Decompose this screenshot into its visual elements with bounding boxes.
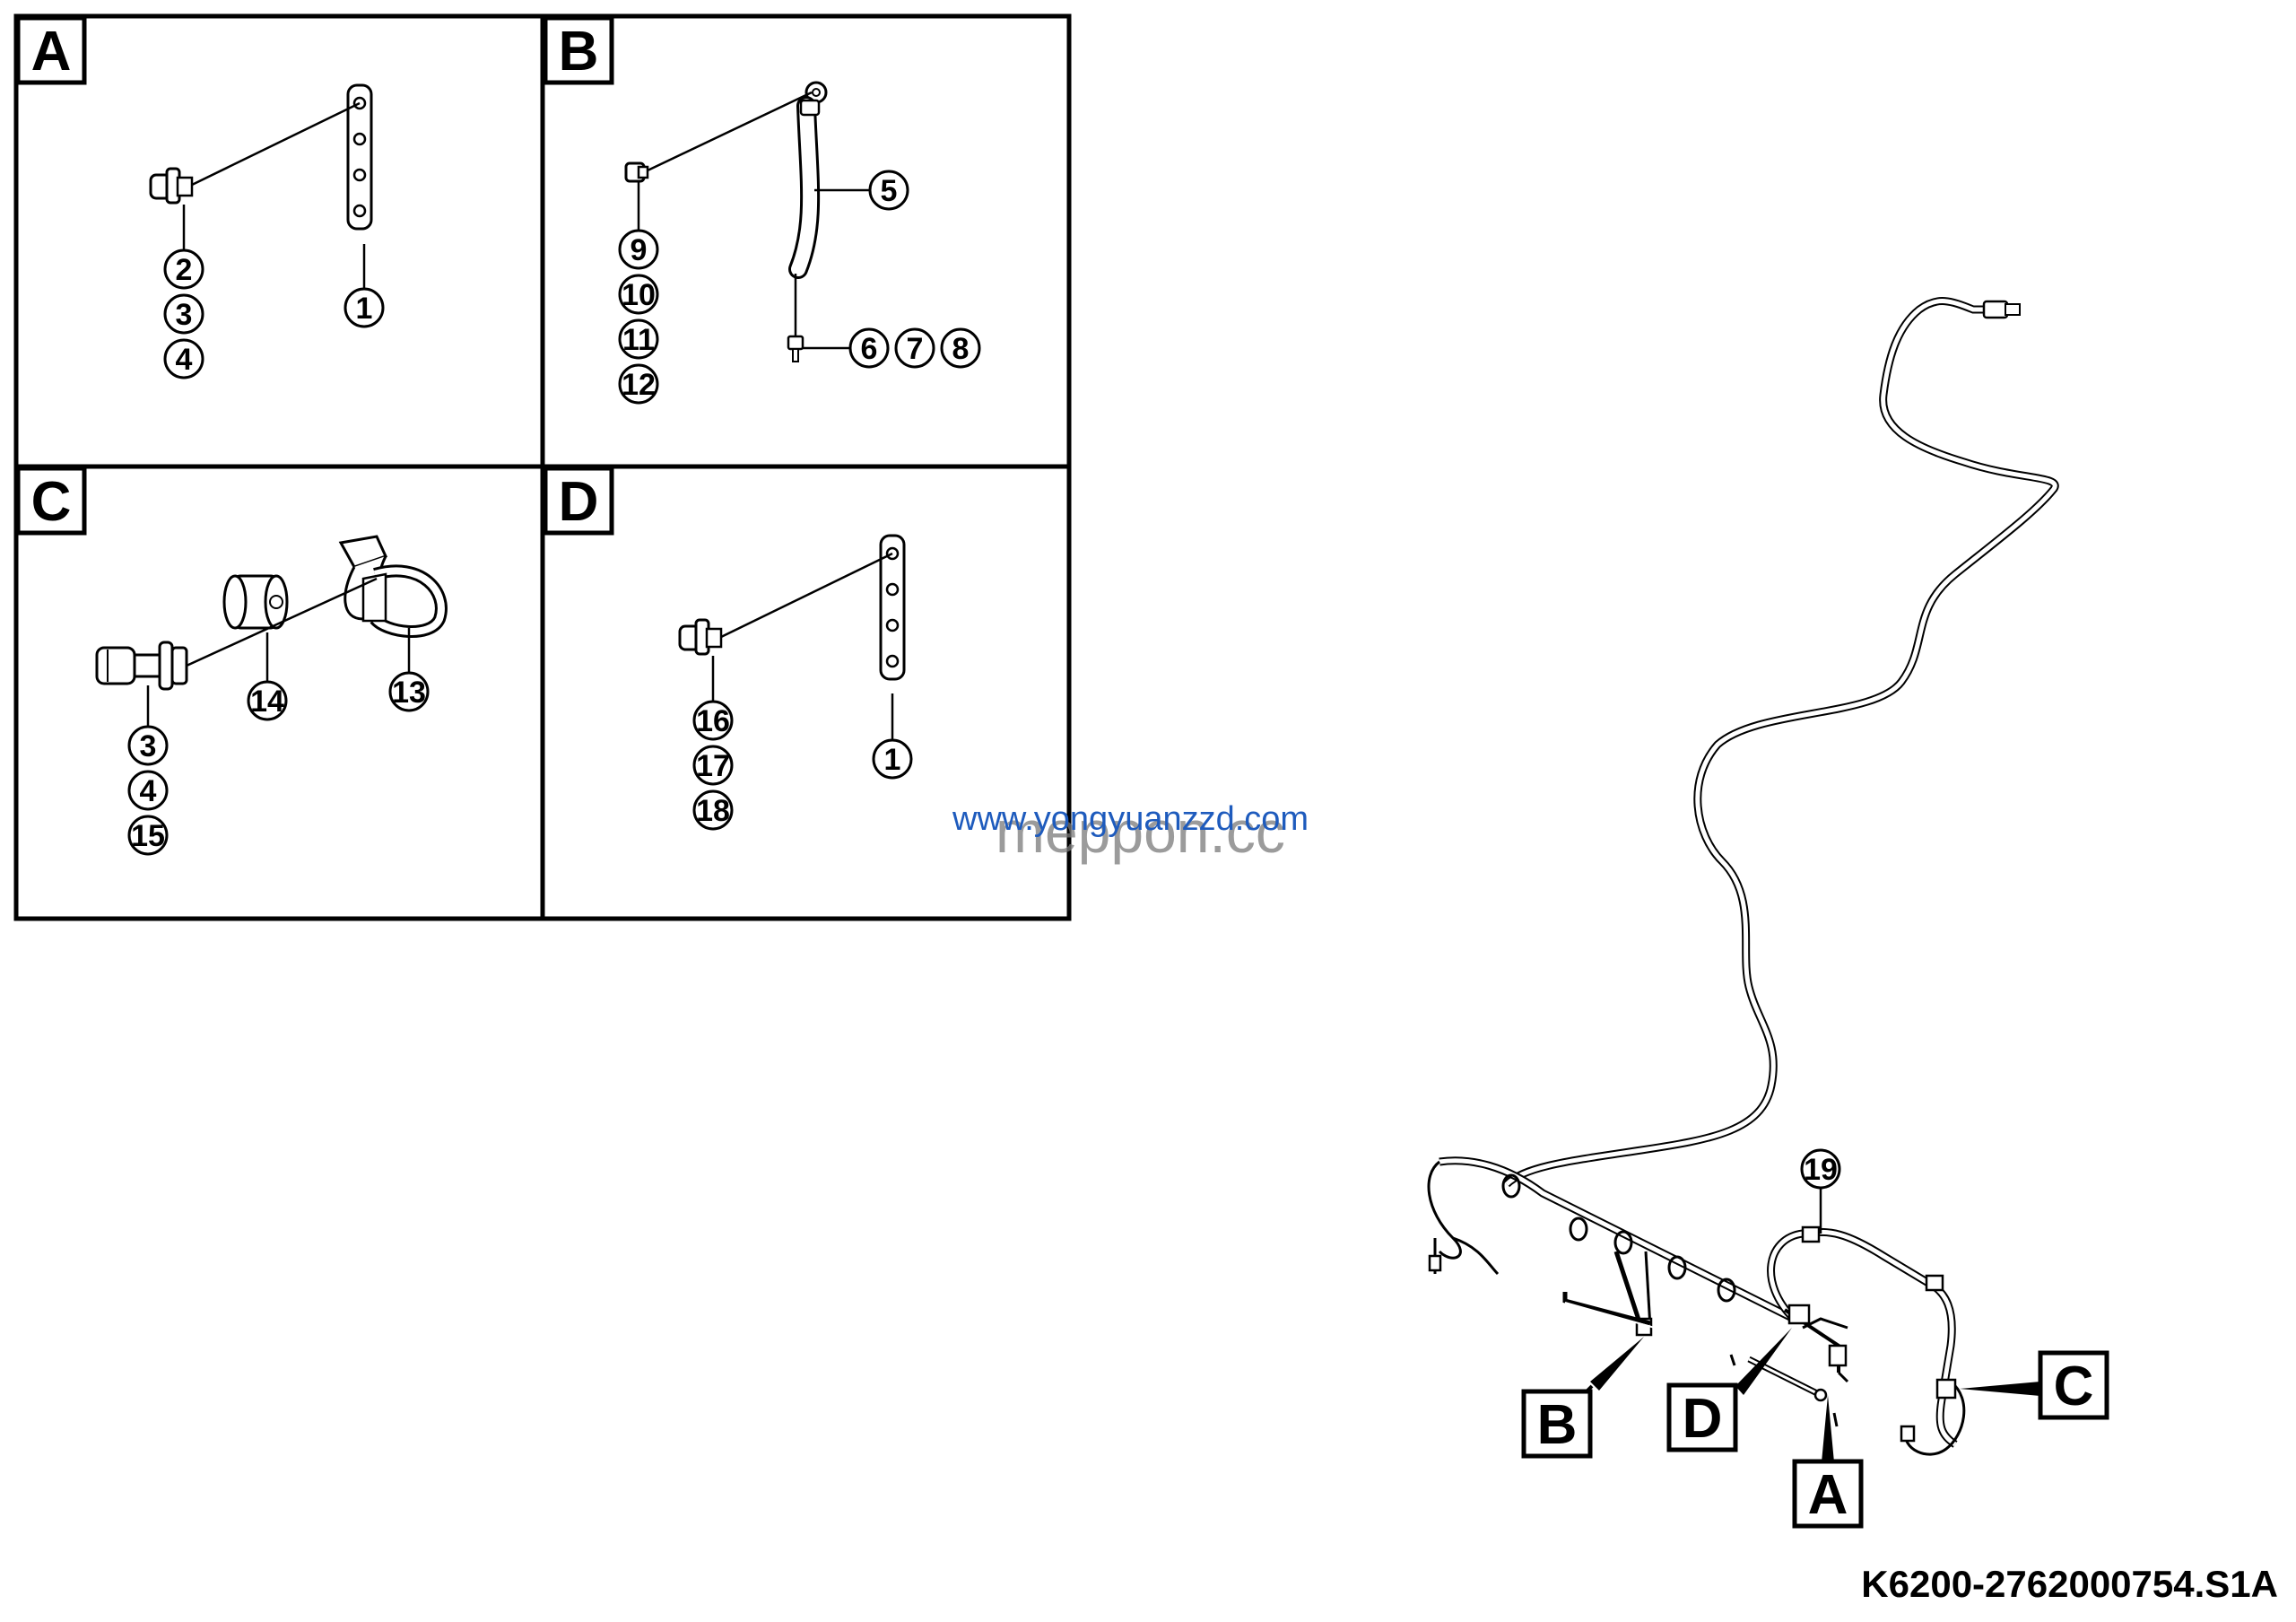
svg-text:D: D — [559, 471, 599, 533]
svg-text:13: 13 — [392, 676, 426, 710]
callout-a-4: 4 — [163, 338, 204, 379]
view-pointer-a: A — [1792, 1395, 1864, 1529]
svg-text:12: 12 — [622, 368, 656, 402]
bracket-plate — [346, 83, 373, 231]
panel-label-c: C — [15, 466, 87, 536]
svg-text:3: 3 — [140, 729, 157, 763]
svg-text:16: 16 — [696, 704, 730, 738]
svg-text:10: 10 — [622, 278, 656, 312]
callout-b-10: 10 — [618, 274, 659, 315]
panel-c-parts: 3 4 15 14 13 — [95, 535, 448, 856]
svg-text:19: 19 — [1804, 1153, 1838, 1187]
view-pointer-d: D — [1666, 1328, 1792, 1452]
panel-d-parts: 16 17 18 1 — [678, 534, 913, 831]
callout-b-11: 11 — [618, 318, 659, 360]
callout-c-15: 15 — [127, 815, 169, 856]
svg-text:3: 3 — [176, 298, 193, 332]
watermark: meppon.cc www.yongyuanzzd.com — [952, 798, 1309, 865]
svg-text:A: A — [1808, 1464, 1848, 1526]
bolt — [678, 618, 723, 656]
svg-text:15: 15 — [131, 819, 165, 853]
callout-c-14: 14 — [247, 680, 288, 721]
svg-text:6: 6 — [861, 332, 878, 366]
panel-label-d: D — [543, 466, 614, 536]
callout-b-9: 9 — [618, 229, 659, 270]
panel-label-a: A — [15, 15, 87, 85]
svg-text:1: 1 — [356, 292, 373, 326]
callout-b-7: 7 — [894, 327, 935, 369]
callout-a-3: 3 — [163, 293, 204, 335]
svg-text:17: 17 — [696, 749, 730, 783]
svg-text:A: A — [31, 21, 72, 83]
svg-text:meppon.cc: meppon.cc — [996, 798, 1285, 865]
svg-text:7: 7 — [907, 332, 924, 366]
hex-bolt — [95, 641, 188, 691]
svg-text:C: C — [31, 471, 72, 533]
callout-b-8: 8 — [940, 327, 981, 369]
callout-b-12: 12 — [618, 363, 659, 405]
svg-text:11: 11 — [622, 323, 655, 357]
detail-panels-grid — [13, 13, 1072, 921]
view-pointer-c: C — [1960, 1350, 2109, 1420]
svg-text:www.yongyuanzzd.com: www.yongyuanzzd.com — [952, 800, 1309, 838]
hose-end-fitting — [1982, 300, 2021, 319]
callout-b-5: 5 — [868, 170, 909, 211]
svg-text:2: 2 — [176, 253, 193, 287]
callout-a-2: 2 — [163, 249, 204, 290]
callout-d-18: 18 — [692, 789, 734, 831]
rubber-spacer — [222, 574, 289, 630]
hose — [788, 81, 828, 279]
panel-b-parts: 5 6 7 8 9 10 11 — [618, 81, 981, 405]
drawing-code: K6200-2762000754.S1A — [1861, 1563, 2278, 1605]
callout-a-1: 1 — [344, 287, 385, 328]
svg-text:1: 1 — [884, 743, 901, 777]
svg-text:B: B — [559, 21, 599, 83]
panel-a-parts: 2 3 4 1 — [149, 83, 385, 379]
svg-text:B: B — [1537, 1394, 1578, 1456]
svg-text:9: 9 — [631, 233, 648, 267]
svg-text:D: D — [1683, 1388, 1723, 1450]
svg-text:4: 4 — [176, 343, 193, 377]
callout-main-19: 19 — [1800, 1148, 1841, 1190]
svg-text:C: C — [2054, 1356, 2094, 1417]
callout-c-13: 13 — [388, 671, 430, 712]
callout-c-4: 4 — [127, 770, 169, 811]
main-hose-assembly: 19 — [1427, 297, 2059, 1456]
view-pointer-b: B — [1521, 1337, 1644, 1459]
svg-text:8: 8 — [952, 332, 970, 366]
hose-clamp — [338, 535, 448, 638]
svg-text:18: 18 — [696, 794, 730, 828]
callout-d-17: 17 — [692, 745, 734, 786]
screw — [787, 335, 804, 362]
rail-clips — [1501, 1173, 1736, 1303]
callout-b-6: 6 — [848, 327, 890, 369]
bracket-plate — [879, 534, 906, 681]
panel-label-b: B — [543, 15, 614, 85]
svg-text:5: 5 — [881, 174, 898, 208]
callout-c-3: 3 — [127, 725, 169, 766]
callout-d-1: 1 — [872, 738, 913, 780]
svg-text:14: 14 — [250, 685, 284, 719]
fitting — [624, 161, 649, 183]
callout-d-16: 16 — [692, 700, 734, 741]
svg-text:4: 4 — [140, 774, 157, 808]
bolt — [149, 167, 194, 205]
